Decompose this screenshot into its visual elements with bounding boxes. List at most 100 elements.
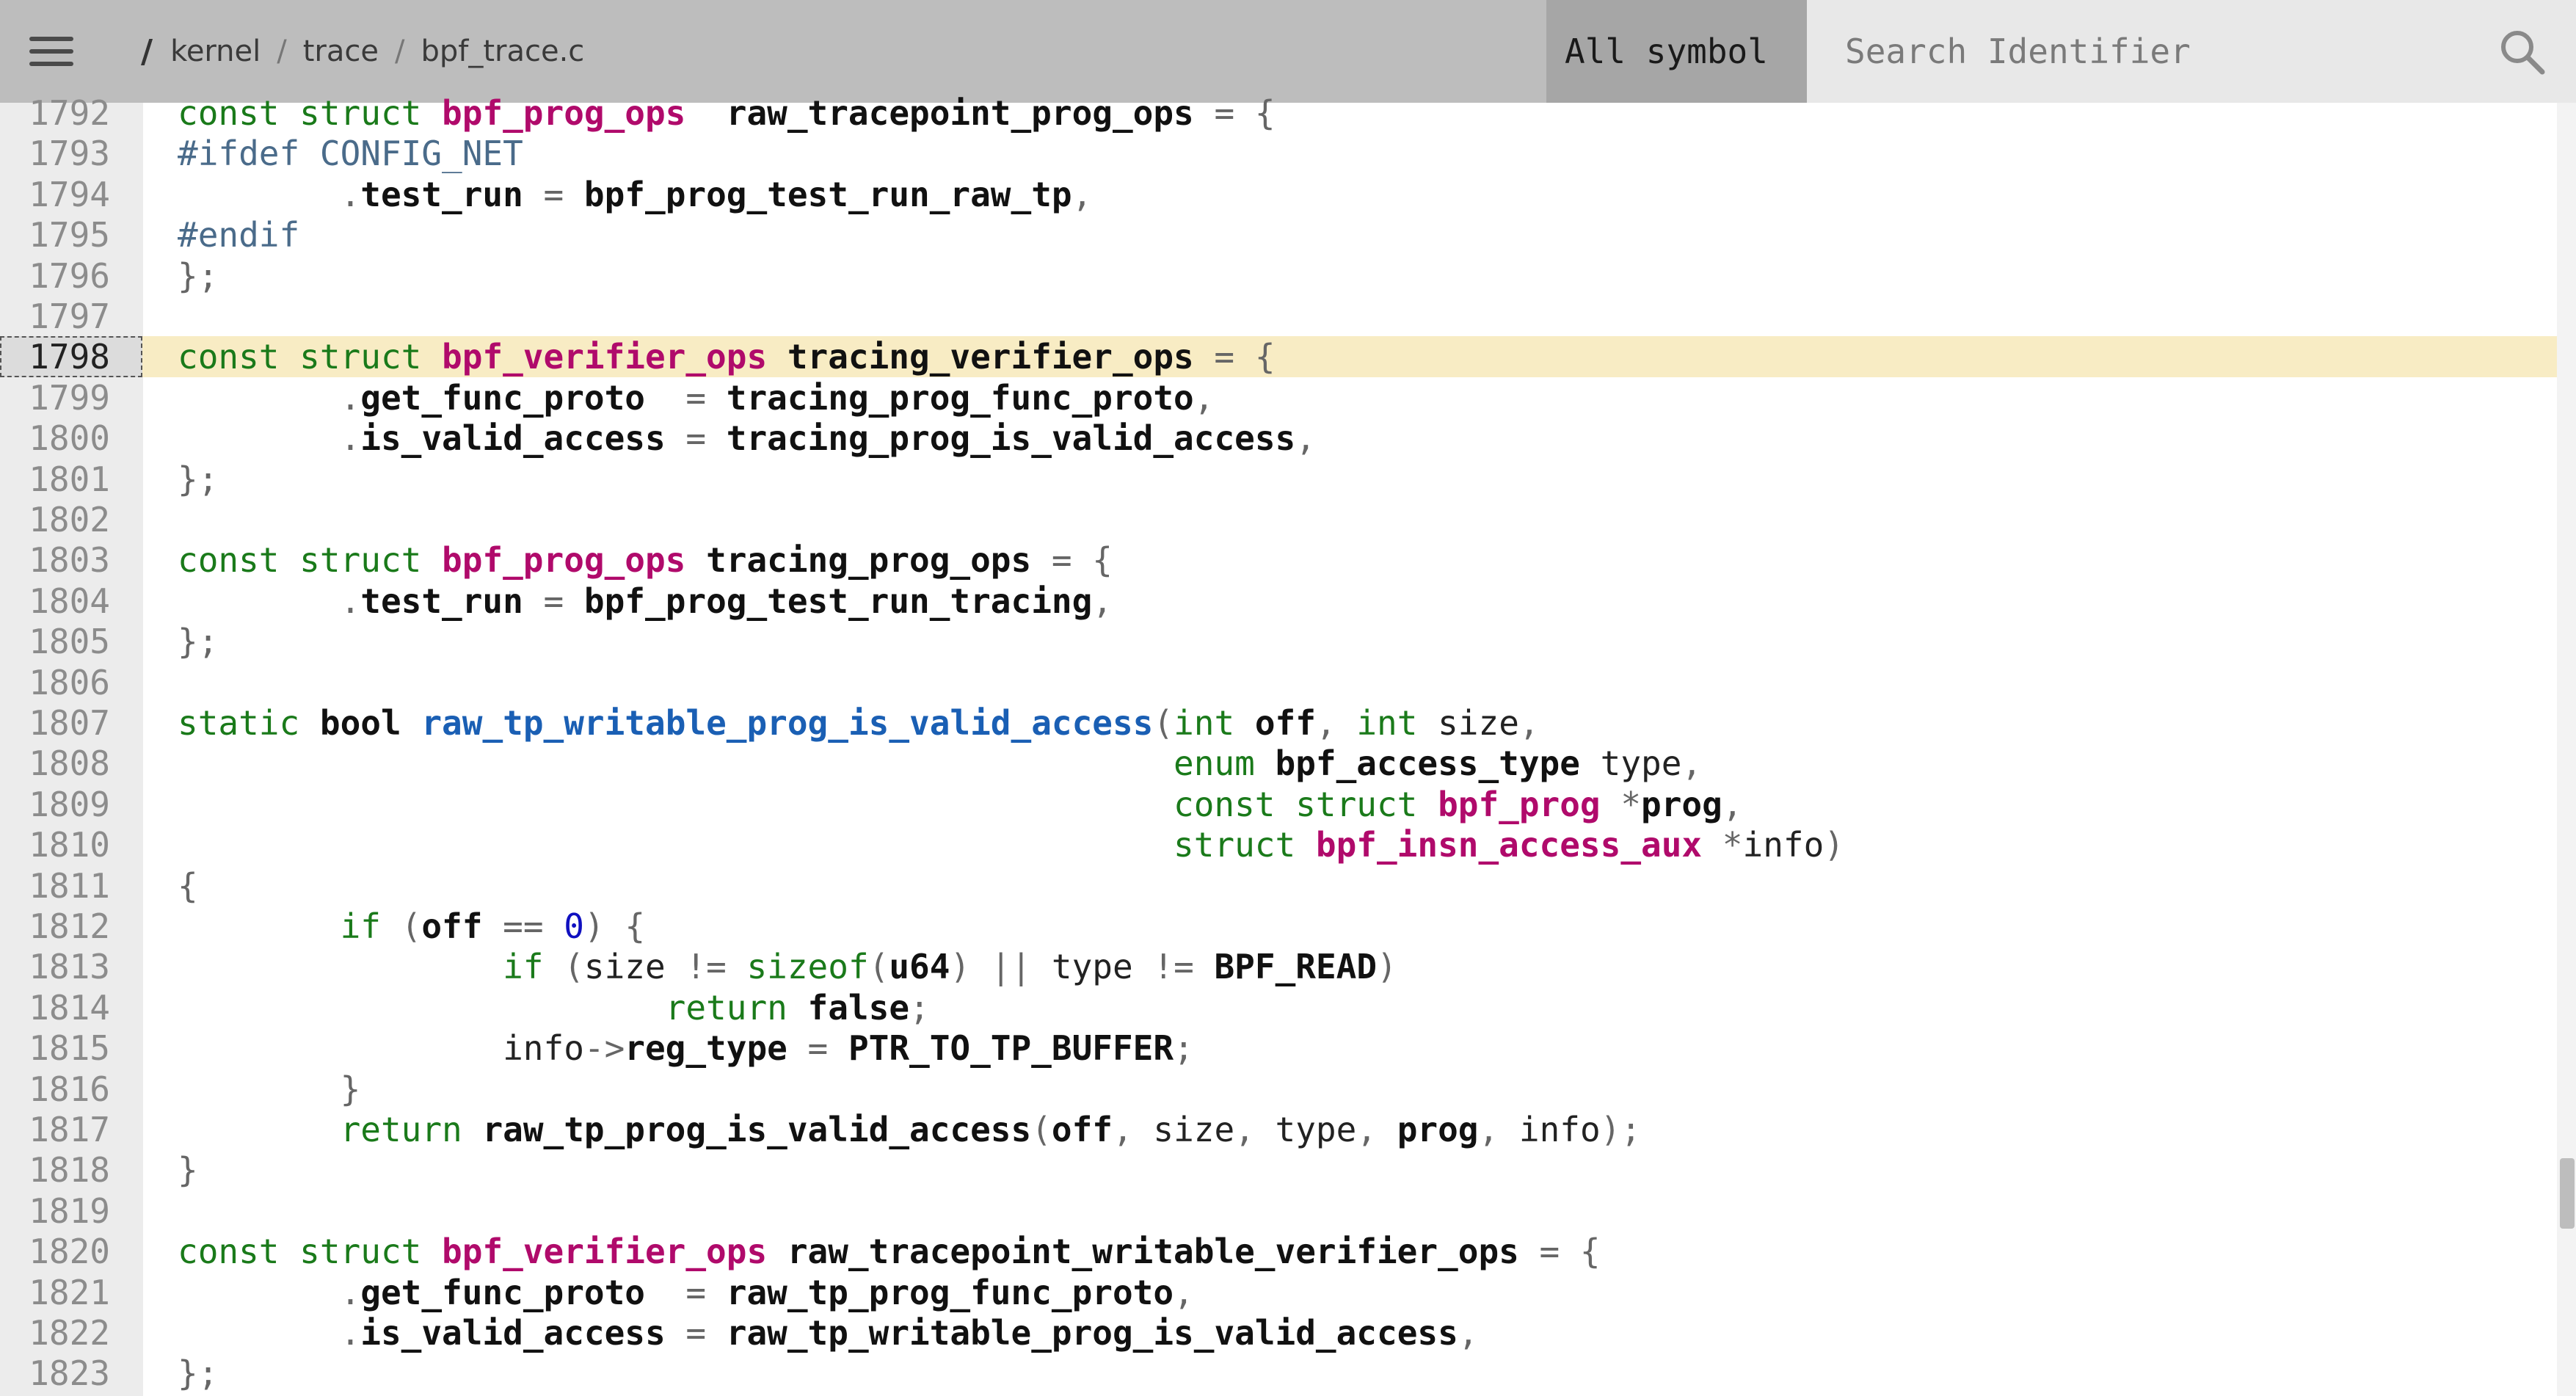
line-number[interactable]: 1792 <box>29 93 110 133</box>
line-number[interactable]: 1807 <box>29 703 110 743</box>
code-token[interactable]: bpf_insn_access_aux <box>1315 825 1703 865</box>
code-token[interactable]: bpf_prog <box>1438 784 1601 824</box>
line-number[interactable]: 1798 <box>29 337 110 377</box>
line-number[interactable]: 1821 <box>29 1272 110 1312</box>
line-number[interactable]: 1808 <box>29 744 110 784</box>
code-token <box>178 785 1174 824</box>
code-token[interactable]: bpf_prog_test_run_raw_tp <box>583 174 1072 214</box>
code-token: static <box>178 703 320 743</box>
code-token[interactable]: raw_tp_writable_prog_is_valid_access <box>726 1313 1458 1353</box>
line-number[interactable]: 1795 <box>29 215 110 255</box>
code-token[interactable]: BPF_READ <box>1214 947 1378 987</box>
code-token: } <box>178 1150 198 1190</box>
line-number[interactable]: 1803 <box>29 540 110 581</box>
search-box <box>1807 0 2576 103</box>
code-token[interactable]: off <box>1051 1110 1113 1149</box>
code-text: return raw_tp_prog_is_valid_access(off, … <box>178 1109 1642 1150</box>
code-token[interactable]: is_valid_access <box>360 418 666 459</box>
line-number[interactable]: 1817 <box>29 1110 110 1149</box>
code-token: , <box>1315 703 1357 743</box>
line-number[interactable]: 1802 <box>29 500 110 539</box>
line-number[interactable]: 1820 <box>29 1232 110 1272</box>
code-token[interactable]: reg_type <box>625 1028 787 1069</box>
code-token[interactable]: raw_tracepoint_writable_verifier_ops <box>767 1232 1519 1272</box>
symbol-filter-button[interactable]: All symbol <box>1546 0 1807 103</box>
code-token[interactable]: raw_tp_prog_func_proto <box>726 1272 1174 1312</box>
code-line: 1797 <box>0 296 2557 337</box>
code-token[interactable]: bool <box>319 703 422 743</box>
breadcrumb-item-kernel[interactable]: kernel <box>170 34 261 68</box>
code-token[interactable]: test_run <box>360 174 523 214</box>
code-line: 1794 .test_run = bpf_prog_test_run_raw_t… <box>0 174 2557 215</box>
code-token[interactable]: tracing_prog_func_proto <box>726 377 1194 418</box>
code-token[interactable]: prog <box>1397 1110 1479 1149</box>
code-token[interactable]: raw_tp_prog_is_valid_access <box>482 1110 1032 1149</box>
code-token[interactable]: off <box>421 906 483 946</box>
line-number[interactable]: 1822 <box>29 1313 110 1353</box>
search-input[interactable] <box>1807 0 2467 103</box>
line-number[interactable]: 1796 <box>29 255 110 296</box>
line-number[interactable]: 1812 <box>29 906 110 946</box>
hamburger-menu-icon[interactable] <box>0 0 104 103</box>
vertical-scrollbar[interactable] <box>2557 103 2576 1396</box>
code-token[interactable]: tracing_prog_ops <box>685 540 1032 581</box>
line-number[interactable]: 1805 <box>29 622 110 662</box>
code-token[interactable]: bpf_prog_test_run_tracing <box>583 581 1093 621</box>
code-token[interactable]: get_func_proto <box>360 1272 645 1312</box>
line-number[interactable]: 1794 <box>29 174 110 214</box>
code-token[interactable]: test_run <box>360 581 523 621</box>
line-number[interactable]: 1810 <box>29 825 110 865</box>
code-token[interactable]: PTR_TO_TP_BUFFER <box>848 1028 1174 1069</box>
line-number[interactable]: 1797 <box>29 297 110 336</box>
code-token <box>178 947 503 986</box>
line-number[interactable]: 1801 <box>29 459 110 499</box>
line-number[interactable]: 1804 <box>29 581 110 621</box>
line-number[interactable]: 1819 <box>29 1190 110 1231</box>
scrollbar-thumb[interactable] <box>2560 1158 2575 1229</box>
code-token: = <box>665 418 727 459</box>
line-number[interactable]: 1811 <box>29 865 110 906</box>
line-number[interactable]: 1813 <box>29 947 110 987</box>
code-line: 1812 if (off == 0) { <box>0 906 2557 947</box>
code-token: info <box>503 1028 584 1069</box>
code-token: if <box>340 906 401 946</box>
breadcrumb-item-trace[interactable]: trace <box>302 34 379 68</box>
code-token[interactable]: off <box>1254 703 1316 743</box>
code-token: = { <box>1031 540 1113 581</box>
code-token[interactable]: prog <box>1641 784 1722 824</box>
code-token[interactable]: is_valid_access <box>360 1313 666 1353</box>
code-token[interactable]: false <box>807 987 910 1028</box>
code-text: return false; <box>178 987 930 1028</box>
code-token[interactable]: raw_tp_writable_prog_is_valid_access <box>421 703 1154 743</box>
code-line: 1799 .get_func_proto = tracing_prog_func… <box>0 377 2557 418</box>
breadcrumb-item-file[interactable]: bpf_trace.c <box>421 34 585 68</box>
line-number[interactable]: 1823 <box>29 1353 110 1394</box>
code-token[interactable]: bpf_prog_ops <box>442 540 686 581</box>
code-token: , <box>1112 1110 1154 1149</box>
line-number[interactable]: 1814 <box>29 987 110 1028</box>
search-icon[interactable] <box>2498 28 2547 76</box>
line-number[interactable]: 1793 <box>29 134 110 174</box>
code-token: const struct <box>1174 784 1438 824</box>
code-token[interactable]: tracing_verifier_ops <box>767 337 1194 377</box>
code-token[interactable]: get_func_proto <box>360 377 645 418</box>
code-line: 1817 return raw_tp_prog_is_valid_access(… <box>0 1109 2557 1150</box>
line-number[interactable]: 1809 <box>29 784 110 824</box>
code-token[interactable]: raw_tracepoint_prog_ops <box>726 93 1194 133</box>
breadcrumb-root[interactable]: / <box>141 32 153 70</box>
code-token[interactable]: bpf_verifier_ops <box>442 337 768 377</box>
line-number[interactable]: 1816 <box>29 1069 110 1109</box>
code-token[interactable]: bpf_access_type <box>1275 744 1580 784</box>
code-text: .get_func_proto = raw_tp_prog_func_proto… <box>178 1272 1194 1313</box>
line-number[interactable]: 1818 <box>29 1150 110 1190</box>
line-number[interactable]: 1815 <box>29 1028 110 1069</box>
code-text: { <box>178 865 198 906</box>
line-number[interactable]: 1799 <box>29 377 110 418</box>
code-token[interactable]: u64 <box>889 947 950 987</box>
line-number[interactable]: 1806 <box>29 662 110 702</box>
line-number[interactable]: 1800 <box>29 418 110 459</box>
code-token[interactable]: tracing_prog_is_valid_access <box>726 418 1296 459</box>
code-token[interactable]: bpf_verifier_ops <box>442 1232 768 1272</box>
code-token[interactable]: bpf_prog_ops <box>442 93 686 133</box>
